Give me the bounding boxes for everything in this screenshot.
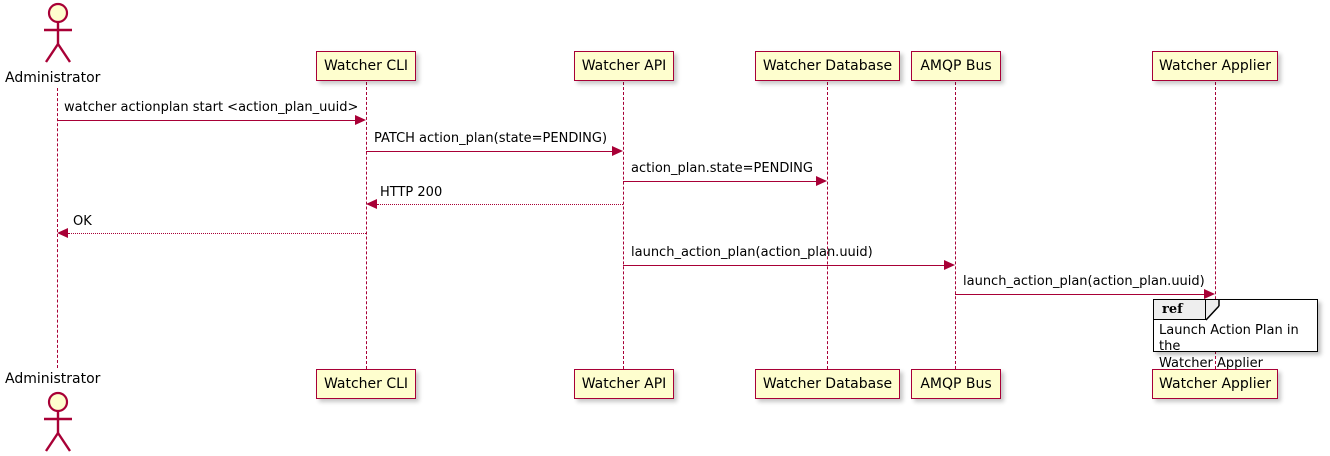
message-arrowhead-0 xyxy=(355,115,366,125)
message-arrowhead-3 xyxy=(366,199,377,209)
message-label-3: HTTP 200 xyxy=(380,185,443,200)
message-arrowhead-5 xyxy=(944,260,955,270)
message-line-2 xyxy=(623,181,816,182)
participant-label-watcher-database-bottom: Watcher Database xyxy=(762,376,893,392)
lifeline-watcher-applier xyxy=(1215,82,1216,369)
message-arrowhead-6 xyxy=(1204,289,1215,299)
participant-label-watcher-cli-top: Watcher CLI xyxy=(323,58,409,74)
participant-box-amqp-bus-top[interactable]: AMQP Bus xyxy=(911,51,1001,81)
message-arrowhead-1 xyxy=(612,146,623,156)
message-line-3 xyxy=(377,204,623,205)
message-line-5 xyxy=(623,265,944,266)
message-line-1 xyxy=(366,151,612,152)
actor-label-administrator-bottom: Administrator xyxy=(5,371,101,387)
message-arrowhead-4 xyxy=(57,228,68,238)
message-label-4: OK xyxy=(73,214,92,229)
participant-box-watcher-cli-top[interactable]: Watcher CLI xyxy=(316,51,416,81)
lifeline-watcher-database xyxy=(827,82,828,369)
message-label-0: watcher actionplan start <action_plan_uu… xyxy=(64,100,359,115)
participant-box-watcher-cli-bottom[interactable]: Watcher CLI xyxy=(316,369,416,399)
participant-box-watcher-api-bottom[interactable]: Watcher API xyxy=(574,369,674,399)
participant-label-watcher-database-top: Watcher Database xyxy=(762,58,893,74)
message-label-6: launch_action_plan(action_plan.uuid) xyxy=(963,274,1205,289)
lifeline-watcher-api xyxy=(623,82,624,369)
participant-box-watcher-database-bottom[interactable]: Watcher Database xyxy=(755,369,900,399)
message-label-1: PATCH action_plan(state=PENDING) xyxy=(374,131,608,146)
message-line-4 xyxy=(68,233,366,234)
participant-label-watcher-api-top: Watcher API xyxy=(581,58,667,74)
ref-fragment-box: ref Launch Action Plan in the Watcher Ap… xyxy=(1153,299,1318,371)
participant-label-watcher-applier-top: Watcher Applier xyxy=(1159,58,1271,74)
actor-label-administrator-top: Administrator xyxy=(5,70,101,86)
lifeline-amqp-bus xyxy=(955,82,956,369)
ref-tab-notch-icon xyxy=(1206,300,1220,321)
ref-fragment-text: Launch Action Plan in the Watcher Applie… xyxy=(1159,323,1299,371)
participant-label-watcher-cli-bottom: Watcher CLI xyxy=(323,376,409,392)
actor-figure-administrator-top xyxy=(35,2,81,68)
message-arrowhead-2 xyxy=(816,176,827,186)
actor-figure-administrator-bottom xyxy=(35,391,81,456)
ref-fragment-operator-tab: ref xyxy=(1154,300,1206,320)
participant-box-watcher-database-top[interactable]: Watcher Database xyxy=(755,51,900,81)
participant-label-watcher-api-bottom: Watcher API xyxy=(581,376,667,392)
participant-label-watcher-applier-bottom: Watcher Applier xyxy=(1159,376,1271,392)
ref-fragment-operator-label: ref xyxy=(1162,302,1183,317)
participant-box-watcher-applier-bottom[interactable]: Watcher Applier xyxy=(1152,369,1278,399)
stick-figure-icon xyxy=(44,391,72,452)
message-line-6 xyxy=(955,294,1204,295)
participant-label-amqp-bus-top: AMQP Bus xyxy=(920,58,992,74)
participant-box-watcher-api-top[interactable]: Watcher API xyxy=(574,51,674,81)
message-label-2: action_plan.state=PENDING xyxy=(631,161,813,176)
message-label-5: launch_action_plan(action_plan.uuid) xyxy=(631,245,873,260)
stick-figure-icon xyxy=(44,2,72,63)
lifeline-watcher-cli xyxy=(366,82,367,369)
participant-box-amqp-bus-bottom[interactable]: AMQP Bus xyxy=(911,369,1001,399)
participant-label-amqp-bus-bottom: AMQP Bus xyxy=(920,376,992,392)
message-line-0 xyxy=(57,120,355,121)
participant-box-watcher-applier-top[interactable]: Watcher Applier xyxy=(1152,51,1278,81)
